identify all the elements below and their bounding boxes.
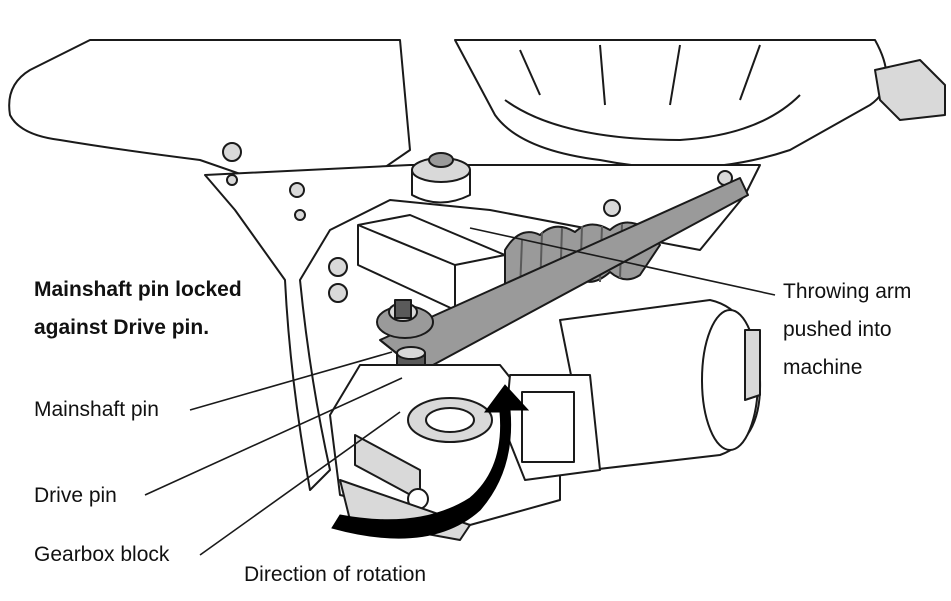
leader-lines	[144, 227, 776, 556]
direction-of-rotation-label: Direction of rotation	[244, 563, 427, 586]
drive-pin-label: Drive pin	[34, 484, 117, 507]
leader-drive-pin	[144, 377, 403, 496]
rotation-arrow	[331, 384, 530, 539]
mainshaft-pin-label: Mainshaft pin	[34, 398, 159, 421]
rotor-spokes	[519, 44, 761, 106]
gearbox-block-label: Gearbox block	[34, 543, 170, 566]
leader-gearbox-block	[199, 411, 401, 556]
leader-throwing-arm	[469, 227, 776, 296]
mainshaft-locked-label-line2: against Drive pin.	[34, 316, 210, 339]
throwing-arm-label-line2: pushed into	[783, 318, 892, 341]
mainshaft-pin-assembly	[376, 299, 434, 339]
throwing-arm-label-line1: Throwing arm	[783, 280, 912, 303]
tray-plate	[8, 39, 411, 206]
right-bracket	[874, 59, 946, 121]
leader-mainshaft-pin	[189, 351, 393, 411]
throwing-arm-label-line3: machine	[783, 356, 863, 379]
mainshaft-locked-label-line1: Mainshaft pin locked	[34, 278, 242, 301]
shaft-bolt	[411, 152, 471, 204]
motor	[504, 299, 762, 481]
machine-drawing	[8, 39, 946, 541]
rotor-inner-ring	[504, 94, 801, 141]
